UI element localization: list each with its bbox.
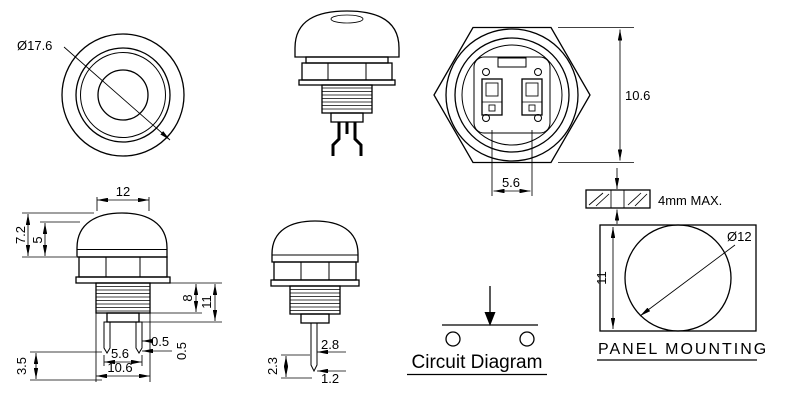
hole-height-dim: 11 [594, 271, 609, 285]
cap-top-highlight [330, 14, 364, 24]
overall-length-dim: 11 [199, 295, 214, 309]
panel-mounting-title: PANEL MOUNTING [598, 341, 768, 358]
switch-base [330, 112, 364, 123]
thread-diameter-dim: 10.6 [107, 360, 132, 375]
pin-dim-c: 1.2 [321, 371, 339, 386]
rear-pitch-dim: 5.6 [502, 175, 520, 190]
panel-thickness-label: 4mm MAX. [658, 193, 722, 208]
thread-length-dim: 8 [180, 294, 195, 301]
threaded-body [95, 282, 151, 314]
hex-nut [78, 256, 168, 278]
terminal-slot-right [521, 78, 543, 116]
pictorial-side-view [294, 10, 400, 156]
terminal-pin-right [135, 321, 143, 354]
pin-pitch-dim: 5.6 [111, 346, 129, 361]
hatch [627, 192, 642, 206]
front-diameter-dim: Ø17.6 [17, 38, 52, 53]
switch-base [106, 312, 140, 323]
terminal-right [519, 331, 535, 347]
front-view: Ø17.6 [17, 33, 185, 157]
pin-thickness-dim: 0.5 [174, 342, 189, 360]
hatch [588, 192, 604, 206]
panel-thickness-view: 4mm MAX. [585, 168, 722, 224]
top-width-dim: 12 [116, 184, 130, 199]
pin-dim-b: 2.3 [265, 357, 280, 375]
terminal-pin-left [103, 321, 111, 354]
cap-height-dim: 7.2 [13, 226, 28, 244]
collar [305, 56, 389, 64]
hole-diameter-leader [639, 244, 736, 317]
hatch [595, 193, 610, 207]
bezel-inner-circle [80, 52, 166, 138]
diameter-leader-line [63, 46, 171, 141]
terminal-pin-right [353, 122, 363, 156]
actuator-arrowhead [484, 312, 496, 326]
terminal-left [445, 331, 461, 347]
pin-width-dim: 0.5 [151, 334, 169, 349]
plunger-circle [97, 69, 149, 121]
circuit-diagram-title: Circuit Diagram [412, 352, 543, 373]
hex-nut-outline [433, 26, 591, 164]
dome-cap-outline [294, 10, 400, 58]
body-circle-inner [461, 44, 563, 146]
hatch [634, 193, 648, 207]
rear-height-dim: 10.6 [625, 88, 650, 103]
detailed-side-view: 12 7.2 5 8 11 0.5 5.6 10.6 3 [13, 184, 222, 382]
pin-side-view: 2.8 2.3 1.2 [265, 220, 360, 386]
pin-length-dim: 3.5 [14, 357, 29, 375]
mounting-hole [624, 224, 732, 332]
dome-cap-outline [76, 212, 168, 258]
pin-dim-a: 2.8 [321, 337, 339, 352]
dome-cap-outline [271, 220, 359, 263]
keyway-slot [497, 57, 527, 68]
terminal-slot-left [481, 78, 503, 116]
body-circle-mid [454, 37, 570, 153]
washer [75, 276, 171, 284]
washer [270, 279, 360, 287]
hole-diameter-dim: Ø12 [727, 229, 752, 244]
housing-outline [473, 56, 551, 134]
panel-section [585, 189, 651, 209]
terminal-pin-left [331, 122, 341, 156]
panel-mounting-view: Ø12 11 PANEL MOUNTING [594, 224, 768, 361]
terminal-pin [310, 322, 318, 373]
washer [298, 79, 396, 86]
hex-nut [273, 261, 357, 281]
switch-base [300, 313, 330, 324]
body-circle-outer [445, 28, 579, 162]
circuit-diagram: Circuit Diagram [407, 286, 547, 376]
bezel-circle [75, 47, 171, 143]
dome-height-dim: 5 [30, 236, 45, 243]
rear-view: 10.6 5.6 [433, 26, 650, 196]
cap-outer-circle [61, 33, 185, 157]
hex-nut [301, 62, 393, 81]
